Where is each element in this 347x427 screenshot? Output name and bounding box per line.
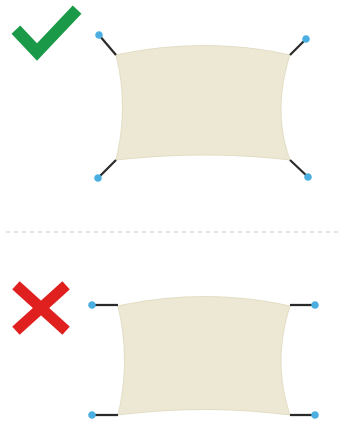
anchor-point [304,173,312,181]
incorrect-panel [12,281,319,419]
anchor-point [94,174,102,182]
anchor-point [311,411,319,419]
tension-line-bottom-right [289,159,309,178]
anchor-point [311,301,319,309]
shade-sail [117,296,291,416]
cross-icon [12,281,70,335]
anchor-point [95,31,103,39]
checkmark-icon [11,5,82,61]
anchor-point [88,301,96,309]
anchor-point [302,35,310,43]
shade-sail [115,45,291,161]
anchor-point [88,411,96,419]
correct-panel [11,5,312,182]
tension-line-bottom-left [97,159,117,179]
tension-line-top-left [98,34,117,56]
